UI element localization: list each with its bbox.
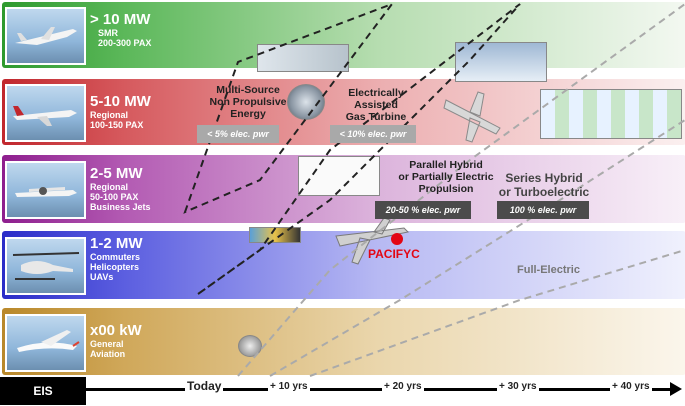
concept-line: Energy <box>203 108 293 120</box>
tick-plus30: + 30 yrs <box>497 381 539 392</box>
concept-line: or Partially Electric <box>382 171 510 183</box>
concept-parallel-hybrid: Parallel Hybrid or Partially Electric Pr… <box>382 159 510 195</box>
timeline-axis <box>86 388 672 391</box>
concept-line: Propulsion <box>382 183 510 195</box>
concept-full-electric: Full-Electric <box>517 264 580 276</box>
timeline-arrowhead-icon <box>670 382 682 396</box>
pacifyc-label: PACIFYC <box>368 247 420 261</box>
concept-line: Electrically <box>330 87 422 99</box>
eis-label: EIS <box>0 377 86 405</box>
concept-multi-source: Multi-Source Non Propulsive Energy <box>203 84 293 120</box>
envelope-farthest-term <box>310 250 685 376</box>
concept-line: Gas Turbine <box>330 111 422 123</box>
power-badge-lt5: < 5% elec. pwr <box>197 125 279 143</box>
concept-line: Non Propulsive <box>203 96 293 108</box>
power-badge-lt10: < 10% elec. pwr <box>330 125 416 143</box>
concept-series-hybrid: Series Hybrid or Turboelectric <box>494 171 594 199</box>
concept-line: or Turboelectric <box>494 185 594 199</box>
tick-plus20: + 20 yrs <box>382 381 424 392</box>
concept-line: Series Hybrid <box>494 171 594 185</box>
tick-plus10: + 10 yrs <box>268 381 310 392</box>
power-badge-20-50: 20-50 % elec. pwr <box>375 201 471 219</box>
pacifyc-marker-dot <box>391 233 403 245</box>
concept-line: Assisted <box>330 99 422 111</box>
tick-today: Today <box>185 379 223 393</box>
concept-electrically-assisted: Electrically Assisted Gas Turbine <box>330 87 422 123</box>
power-badge-100: 100 % elec. pwr <box>497 201 589 219</box>
concept-line: Parallel Hybrid <box>382 159 510 171</box>
tick-plus40: + 40 yrs <box>610 381 652 392</box>
concept-line: Multi-Source <box>203 84 293 96</box>
